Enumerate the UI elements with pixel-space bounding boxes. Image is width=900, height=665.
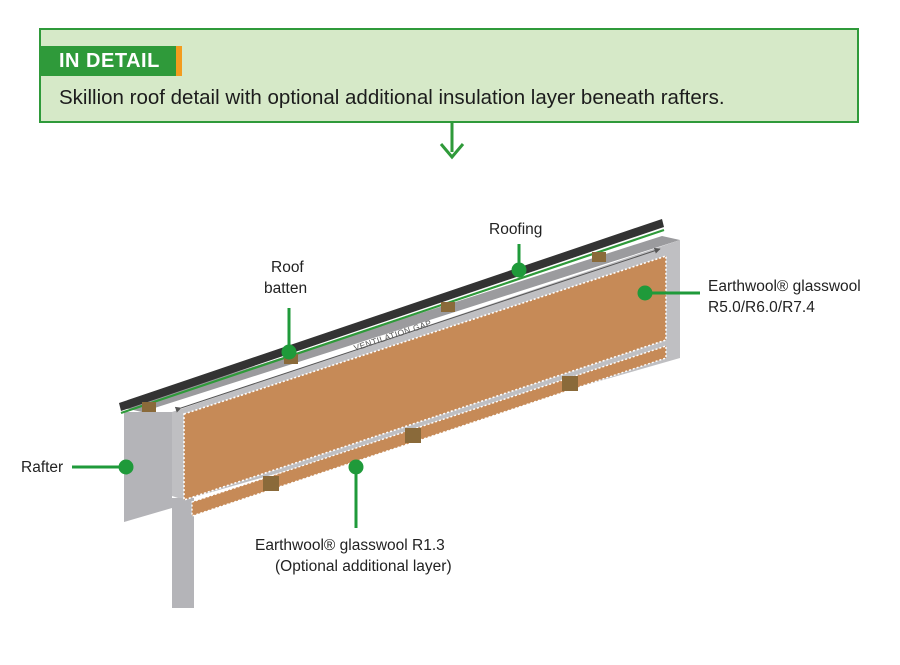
roofing-label: Roofing — [489, 221, 542, 238]
in-detail-banner: IN DETAIL Skillion roof detail with opti… — [39, 28, 859, 123]
banner-description: Skillion roof detail with optional addit… — [59, 86, 725, 109]
roof-batten — [142, 402, 156, 412]
roof-batten-label-line1: Roof — [271, 259, 304, 276]
ventilation-gap-arrow — [174, 247, 661, 413]
glasswool-main-label-line1: Earthwool® glasswool — [708, 278, 861, 295]
roof-batten-marker — [281, 344, 297, 360]
ceiling-batten — [263, 476, 279, 491]
rafter-post — [172, 498, 194, 608]
roof-batten — [441, 302, 455, 312]
down-arrow-icon — [439, 122, 465, 160]
ceiling-batten — [562, 376, 578, 391]
ceiling-batten — [405, 428, 421, 443]
glasswool-optional-marker — [348, 459, 364, 475]
in-detail-tag: IN DETAIL — [41, 46, 182, 76]
rafter-label: Rafter — [21, 459, 63, 476]
roofing-marker — [511, 262, 527, 278]
glasswool-optional-label-line2: (Optional additional layer) — [275, 558, 452, 575]
glasswool-main-label-line2: R5.0/R6.0/R7.4 — [708, 299, 815, 316]
rafter-end-face — [124, 412, 172, 522]
roof-batten-label-line2: batten — [264, 280, 307, 297]
glasswool-main-marker — [637, 285, 653, 301]
roof-batten — [592, 252, 606, 262]
rafter-marker — [118, 459, 134, 475]
glasswool-optional-label-line1: Earthwool® glasswool R1.3 — [255, 537, 445, 554]
